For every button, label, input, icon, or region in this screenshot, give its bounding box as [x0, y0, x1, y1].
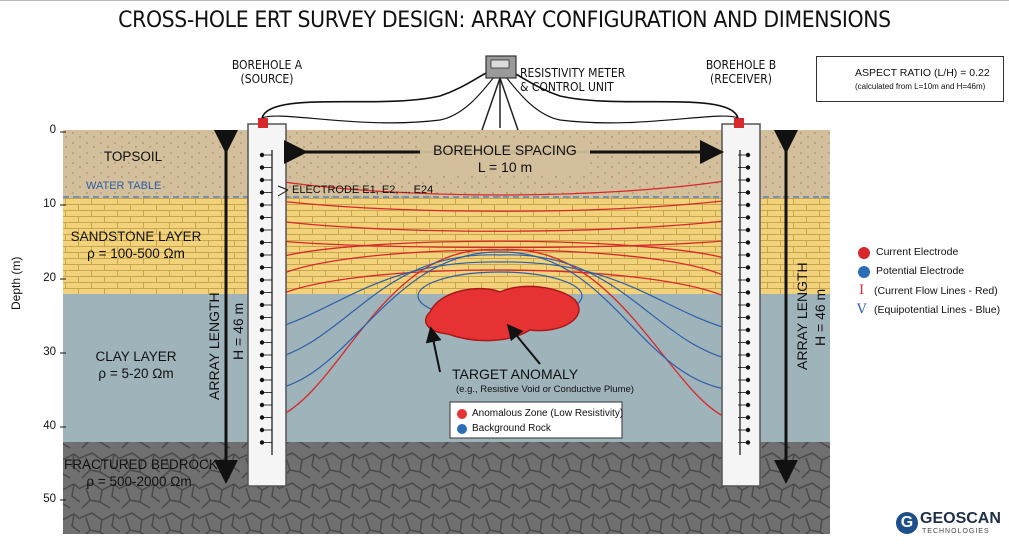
bedrock-layer: [63, 442, 830, 534]
array-length-value-b-wrap: H = 46 m: [812, 289, 828, 346]
bedrock-title: FRACTURED BEDROCK: [64, 457, 218, 472]
depth-axis-label: Depth (m): [9, 256, 23, 310]
anomalous-legend-text: Anomalous Zone (Low Resistivity): [472, 408, 624, 419]
cable-a: [261, 67, 501, 119]
spacing-title: BOREHOLE SPACING: [433, 142, 577, 158]
target-anomaly: [425, 285, 580, 342]
potential-legend-text: Potential Electrode: [876, 265, 965, 277]
current-flow-legend-text: (Current Flow Lines - Red): [874, 285, 998, 297]
potential-electrode-swatch: [858, 266, 870, 278]
array-length-title-b: ARRAY LENGTH: [794, 262, 810, 370]
equipotential-legend-text: (Equipotential Lines - Blue): [874, 304, 1001, 316]
equipotential-lines: [269, 251, 733, 391]
clay-label: CLAY LAYER ρ = 5-20 Ωm: [66, 348, 206, 382]
borehole-a-cap: [258, 118, 268, 128]
logo-name: GEOSCAN: [920, 510, 1001, 527]
depth-axis: [60, 131, 66, 501]
current-flow-lines: [269, 179, 733, 421]
array-length-value-a: H = 46 m: [230, 302, 246, 360]
target-pointer-1: [425, 326, 442, 373]
equipotential-symbol: V: [857, 302, 867, 317]
background-legend-text: Background Rock: [472, 423, 551, 434]
clay-title: CLAY LAYER: [95, 349, 177, 364]
spacing-label: BOREHOLE SPACING L = 10 m: [420, 142, 590, 176]
borehole-b-label: BOREHOLE B (RECEIVER): [696, 58, 786, 86]
array-length-title-a: ARRAY LENGTH: [206, 292, 222, 400]
spacing-value: L = 10 m: [477, 159, 533, 175]
array-length-label-b: ARRAY LENGTH: [794, 262, 810, 370]
borehole-a-label: BOREHOLE A (SOURCE): [222, 58, 312, 86]
array-length-label-a: ARRAY LENGTH: [206, 292, 222, 400]
diagram-title: CROSS-HOLE ERT SURVEY DESIGN: ARRAY CONF…: [118, 8, 891, 33]
target-pointer-2: [506, 323, 541, 365]
meter-label: RESISTIVITY METER & CONTROL UNIT: [520, 66, 650, 94]
borehole-a-title: BOREHOLE A: [231, 58, 303, 72]
current-legend-text: Current Electrode: [876, 246, 959, 258]
bedrock-label: FRACTURED BEDROCK ρ = 500-2000 Ωm: [64, 456, 218, 490]
target-subtitle: (e.g., Resistive Void or Conductive Plum…: [456, 384, 634, 395]
logo-sub: TECHNOLOGIES: [922, 528, 990, 535]
aspect-ratio-text: ASPECT RATIO (L/H) = 0.22: [855, 67, 990, 79]
cable-b: [499, 67, 739, 119]
current-electrode-swatch: [858, 247, 870, 259]
logo-mark: G: [896, 512, 918, 534]
borehole-b-title: BOREHOLE B: [705, 58, 777, 72]
background-swatch: [457, 424, 467, 434]
current-flow-symbol: I: [859, 283, 865, 298]
target-title: TARGET ANOMALY: [452, 366, 579, 382]
array-length-value-b: H = 46 m: [812, 288, 828, 346]
top-border: [0, 0, 1009, 1]
meter-title: RESISTIVITY METER: [520, 66, 626, 80]
depth-tick-10: 10: [43, 198, 56, 210]
depth-tick-50: 50: [43, 493, 56, 505]
borehole-a-role: (SOURCE): [240, 72, 294, 86]
array-length-value-a-wrap: H = 46 m: [230, 303, 246, 360]
sandstone-title: SANDSTONE LAYER: [70, 229, 202, 244]
depth-tick-20: 20: [43, 272, 56, 284]
depth-tick-0: 0: [49, 124, 56, 136]
anomalous-swatch: [457, 409, 467, 419]
depth-tick-40: 40: [43, 420, 56, 432]
depth-tick-30: 30: [43, 346, 56, 358]
clay-resistivity: ρ = 5-20 Ωm: [98, 366, 174, 381]
bedrock-resistivity: ρ = 500-2000 Ωm: [86, 474, 192, 489]
electrodes-a: [259, 152, 272, 445]
sandstone-label: SANDSTONE LAYER ρ = 100-500 Ωm: [66, 228, 206, 262]
inner-legend-box: [449, 401, 623, 439]
meter-subtitle: & CONTROL UNIT: [520, 80, 614, 94]
aspect-ratio-box: ASPECT RATIO (L/H) = 0.22 (calculated fr…: [816, 56, 1004, 102]
electrode-label: ELECTRODE E1, E2, ... E24: [292, 184, 434, 196]
resistivity-meter-icon: [481, 55, 519, 131]
water-table-label: WATER TABLE: [86, 180, 162, 192]
aspect-ratio-note: (calculated from L=10m and H=46m): [855, 82, 986, 91]
borehole-b-role: (RECEIVER): [710, 72, 772, 86]
sandstone-resistivity: ρ = 100-500 Ωm: [87, 246, 185, 261]
electrodes-b: [738, 152, 751, 445]
borehole-b-cap: [734, 118, 744, 128]
topsoil-label: TOPSOIL: [103, 149, 163, 164]
